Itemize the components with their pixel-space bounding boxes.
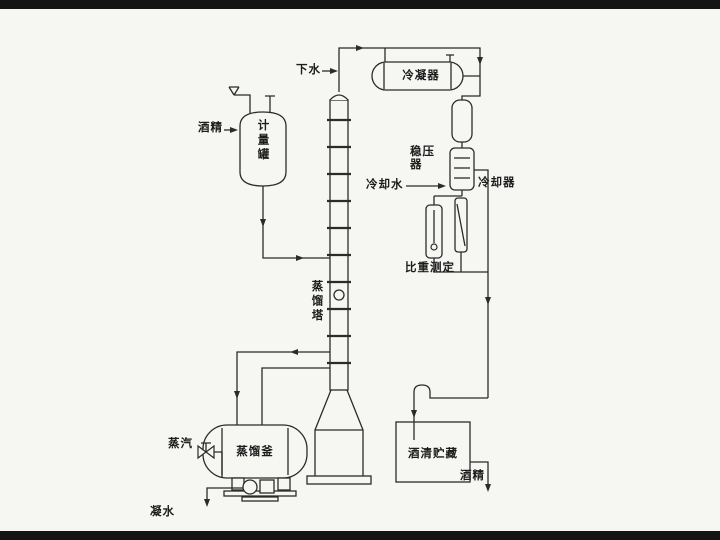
flow-arrow-right (356, 45, 364, 51)
sight-glass-outlet-pipe (433, 252, 488, 273)
specific-gravity-label: 比重测定 (405, 262, 455, 274)
column-feed-pipe (262, 186, 330, 259)
metering-tank-vessel (239, 111, 287, 187)
column-skirt (346, 389, 364, 476)
alcohol-storage-tank (395, 421, 471, 483)
condensate-label: 凝水 (150, 506, 175, 518)
distillation-column-label: 蒸馏塔 (310, 280, 323, 324)
distillation-column-body (329, 99, 349, 391)
flow-arrow-right (296, 255, 304, 261)
flow-arrow-right (438, 183, 446, 189)
steam-label: 蒸汽 (168, 438, 193, 450)
cooler-outlet-pipe (433, 190, 463, 205)
column-skirt (314, 389, 332, 476)
condenser-vent-stub (446, 54, 454, 62)
column-top-dome (329, 94, 349, 101)
flow-arrow-down (477, 57, 483, 65)
flow-arrow-right (330, 68, 338, 74)
overflow-tube-internal (456, 203, 466, 247)
flow-arrow-down (485, 297, 491, 305)
hydrometer-bulb (430, 243, 438, 251)
pump-motor (259, 479, 275, 494)
vapor-pipe (338, 47, 481, 100)
condenser-label: 冷凝器 (402, 70, 440, 82)
kettle-vapor-pipe (261, 367, 330, 425)
column-sight-glass (333, 289, 345, 301)
pressure-stabilizer-label: 稳压器 (410, 146, 435, 172)
scan-artifact-top-bar (0, 0, 720, 9)
steam-valve-stem (201, 442, 211, 452)
right-downcomer-pipe (474, 169, 489, 398)
flow-arrow-down (485, 484, 491, 492)
alcohol-storage-label: 酒清贮藏 (408, 448, 458, 460)
pressure-stabilizer-vessel (451, 99, 473, 143)
pump-body (242, 479, 258, 495)
steam-valve (205, 444, 215, 460)
cooler-vessel (449, 147, 475, 191)
pump-base (241, 496, 279, 502)
kettle-return-pipe (236, 351, 330, 425)
flow-arrow-down (411, 410, 417, 418)
metering-tank-vent-stub (265, 95, 275, 113)
flow-arrow-down (260, 219, 266, 227)
alcohol-feed-label: 酒精 (198, 122, 223, 134)
flow-arrow-left (290, 349, 298, 355)
flow-arrow-down (204, 499, 210, 507)
column-base-plate (306, 475, 372, 485)
flow-arrow-down (234, 391, 240, 399)
alcohol-out-label: 酒精 (460, 470, 485, 482)
drain-water-label: 下水 (296, 64, 321, 76)
storage-inlet-gooseneck (413, 384, 488, 440)
steam-valve (197, 444, 207, 460)
distillation-kettle-label: 蒸馏釜 (236, 446, 274, 458)
steam-pipe (214, 451, 223, 478)
metering-tank-fill-funnel (228, 86, 251, 113)
cooler-label: 冷却器 (478, 177, 516, 189)
kettle-saddle-support (277, 477, 291, 491)
cooling-water-label: 冷却水 (366, 179, 404, 191)
metering-tank-label: 计量罐 (256, 119, 269, 163)
alcohol-outlet-pipe (470, 461, 489, 486)
condensate-pipe (206, 487, 243, 501)
flow-arrow-right (230, 127, 238, 133)
scan-artifact-bottom-bar (0, 531, 720, 540)
